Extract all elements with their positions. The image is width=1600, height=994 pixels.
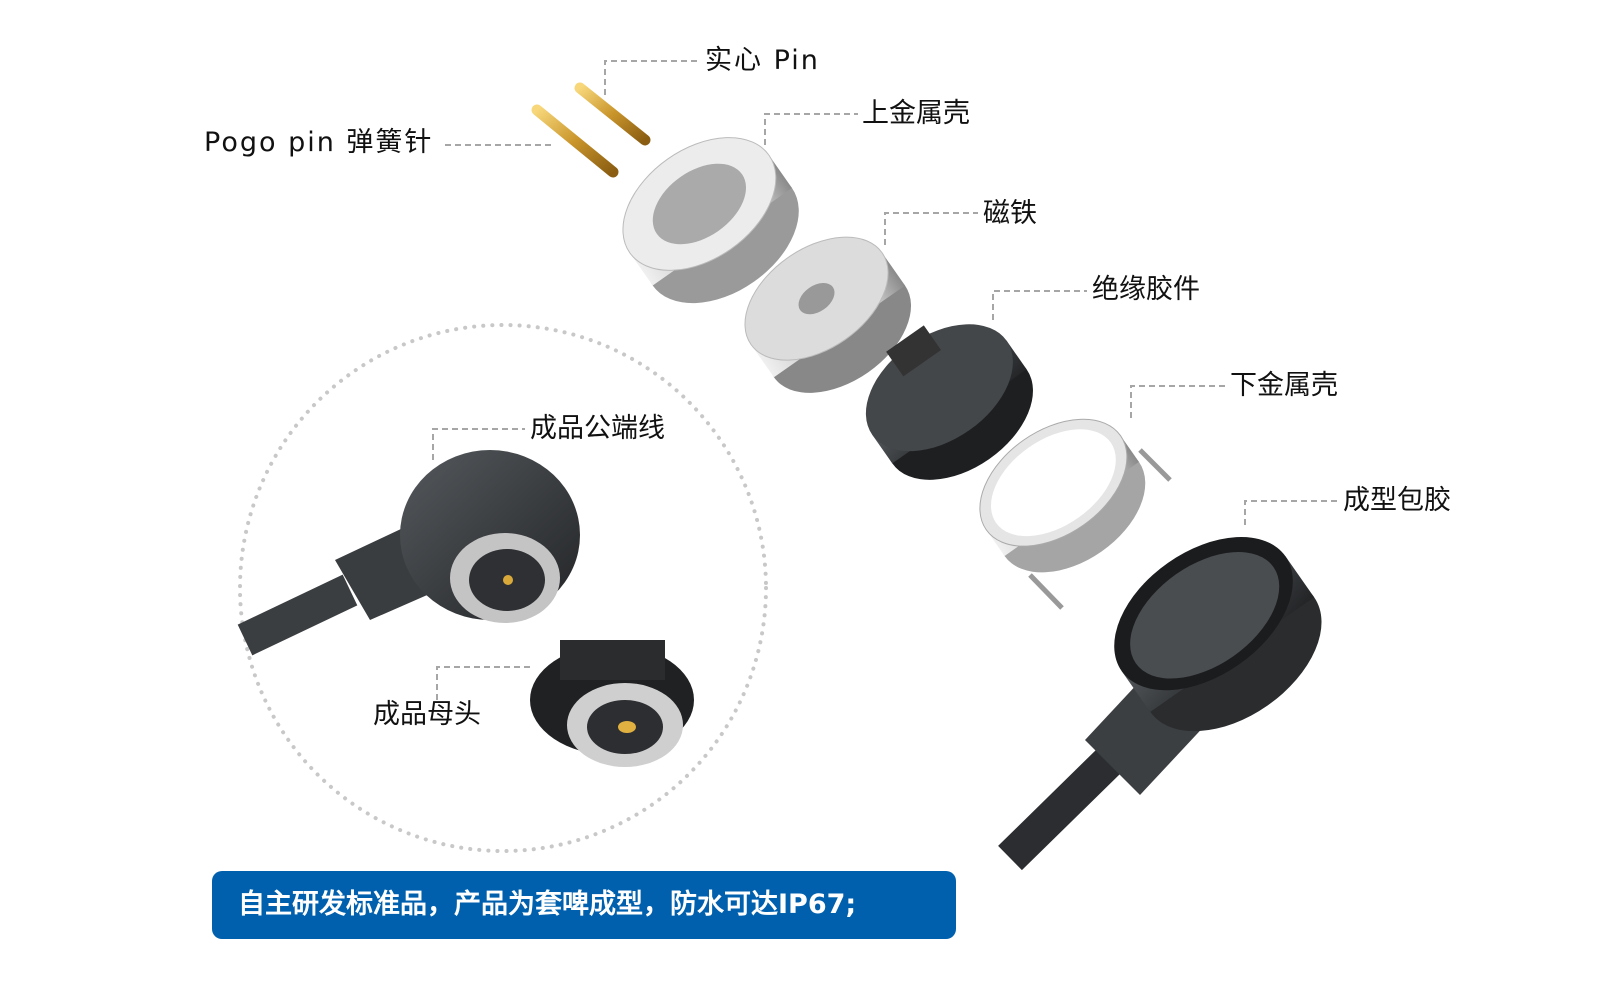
solid-pin-icon [574,82,651,146]
feature-banner: 自主研发标准品，产品为套啤成型，防水可达IP67; [212,871,956,939]
leader-lower-shell [1130,385,1225,418]
label-solid-pin: 实心 Pin [705,45,820,76]
label-pogo-pin: Pogo pin 弹簧针 [204,127,434,158]
lower-metal-shell-icon [979,418,1172,610]
leader-male-cable [432,428,525,460]
label-female-head: 成品母头 [373,699,481,730]
leader-lines [432,60,1338,700]
inset-circle [238,323,768,853]
label-upper-shell: 上金属壳 [862,98,970,129]
label-male-cable: 成品公端线 [530,413,665,444]
magnet-icon [744,236,912,393]
leader-solid-pin [604,60,700,95]
leader-magnet [884,212,978,245]
female-head-icon [530,640,694,767]
label-lower-shell: 下金属壳 [1230,370,1338,401]
insulator-icon [865,324,1033,480]
male-cable-icon [237,450,580,656]
upper-metal-shell-icon [622,137,799,304]
label-insulator: 绝缘胶件 [1092,274,1200,305]
pogo-pin-icon [531,104,619,178]
label-magnet: 磁铁 [983,198,1037,229]
leader-overmold [1244,500,1338,525]
label-overmold: 成型包胶 [1343,485,1451,516]
leader-insulator [992,290,1087,320]
leader-upper-shell [764,113,858,145]
leader-female-head [436,666,530,700]
overmold-icon [998,537,1322,871]
